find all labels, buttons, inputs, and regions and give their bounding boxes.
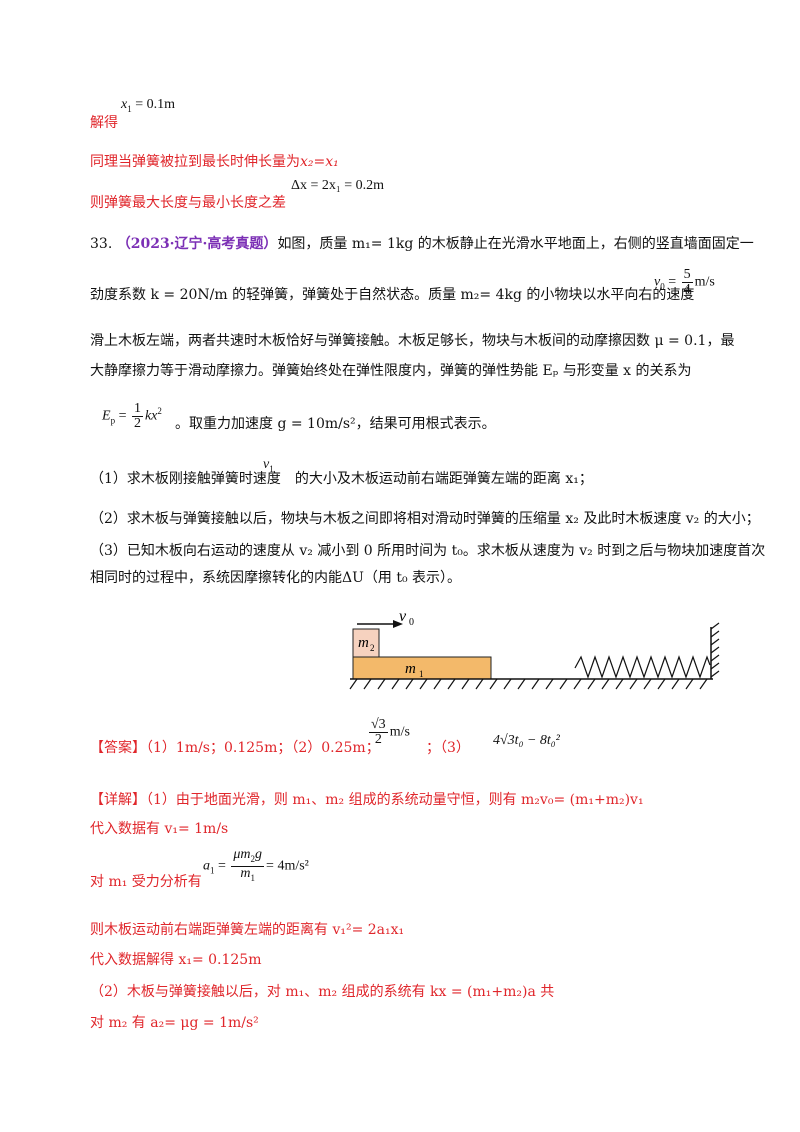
problem-line-5: 。取重力加速度 g = 10m/s²，结果可用根式表示。 (175, 416, 496, 432)
m1-label: m (405, 661, 416, 677)
problem-line-4: 大静摩擦力等于滑动摩擦力。弹簧始终处在弹性限度内，弹簧的弹性势能 Eₚ 与形变量… (90, 363, 692, 379)
ground-hatching (349, 678, 708, 690)
detail-line-1: 【详解】（1）由于地面光滑，则 m₁、m₂ 组成的系统动量守恒，则有 m₂v₀=… (90, 792, 644, 808)
detail-line-3: 对 m₁ 受力分析有 (90, 874, 202, 890)
top-line-2: 同理当弹簧被拉到最长时伸长量为x₂=x₁ (90, 154, 339, 170)
spring (574, 655, 711, 679)
detail-line-5: 代入数据解得 x₁= 0.125m (90, 952, 262, 968)
detail-line-7: 对 m₂ 有 a₂= μg = 1m/s² (90, 1015, 259, 1031)
problem-source: （2023·辽宁·高考真题） (116, 236, 278, 252)
m2-sub: 2 (370, 643, 375, 653)
question-2: （2）求木板与弹簧接触以后，物块与木板之间即将相对滑动时弹簧的压缩量 x₂ 及此… (90, 511, 760, 527)
v0-sub: 0 (409, 617, 414, 628)
answer-sep: ；（3） (426, 740, 470, 756)
detail-line-6: （2）木板与弹簧接触以后，对 m₁、m₂ 组成的系统有 kx = (m₁+m₂)… (90, 984, 555, 1000)
answer-3: 4√3t₀ − 8t₀² (493, 733, 560, 748)
problem-line-3: 滑上木板左端，两者共速时木板恰好与弹簧接触。木板足够长，物块与木板间的动摩擦因数… (90, 333, 735, 349)
solve-label: 解得 (90, 115, 118, 131)
problem-line-2: 劲度系数 k = 20N/m 的轻弹簧，弹簧处于自然状态。质量 m₂= 4kg … (90, 287, 695, 303)
m1-sub: 1 (419, 669, 424, 679)
delta-x-equation: Δx = 2x₁ = 0.2m (291, 178, 385, 193)
question-3b: 相同时的过程中，系统因摩擦转化的内能ΔU（用 t₀ 表示）。 (90, 570, 462, 586)
question-1: （1）求木板刚接触弹簧时速度的大小及木板运动前右端距弹簧左端的距离 x₁； (90, 471, 593, 487)
m2-label: m (358, 635, 369, 651)
wall-hatching (710, 622, 720, 678)
top-line-3: 则弹簧最大长度与最小长度之差 (90, 195, 286, 211)
v1-symbol: v1 (263, 457, 274, 474)
answer-tag: 【答案】 (90, 740, 146, 756)
problem-line-1: 33. （2023·辽宁·高考真题）如图，质量 m₁= 1kg 的木板静止在光滑… (90, 236, 754, 252)
problem-number: 33. (90, 236, 113, 252)
problem-figure: v 0 m 2 m 1 (349, 608, 720, 690)
detail-tag: 【详解】 (90, 792, 146, 808)
detail-line-4: 则木板运动前右端距弹簧左端的距离有 v₁²= 2a₁x₁ (90, 922, 405, 938)
answer-line: 【答案】（1）1m/s；0.125m；（2）0.25m； (90, 740, 380, 756)
v0-label: v (399, 608, 407, 625)
block-m2 (352, 628, 380, 658)
x1-equation: x1 = 0.1m (121, 97, 176, 114)
detail-line-2: 代入数据有 v₁= 1m/s (90, 821, 229, 837)
question-3a: （3）已知木板向右运动的速度从 v₂ 减小到 0 所用时间为 t₀。求木板从速度… (90, 543, 766, 559)
